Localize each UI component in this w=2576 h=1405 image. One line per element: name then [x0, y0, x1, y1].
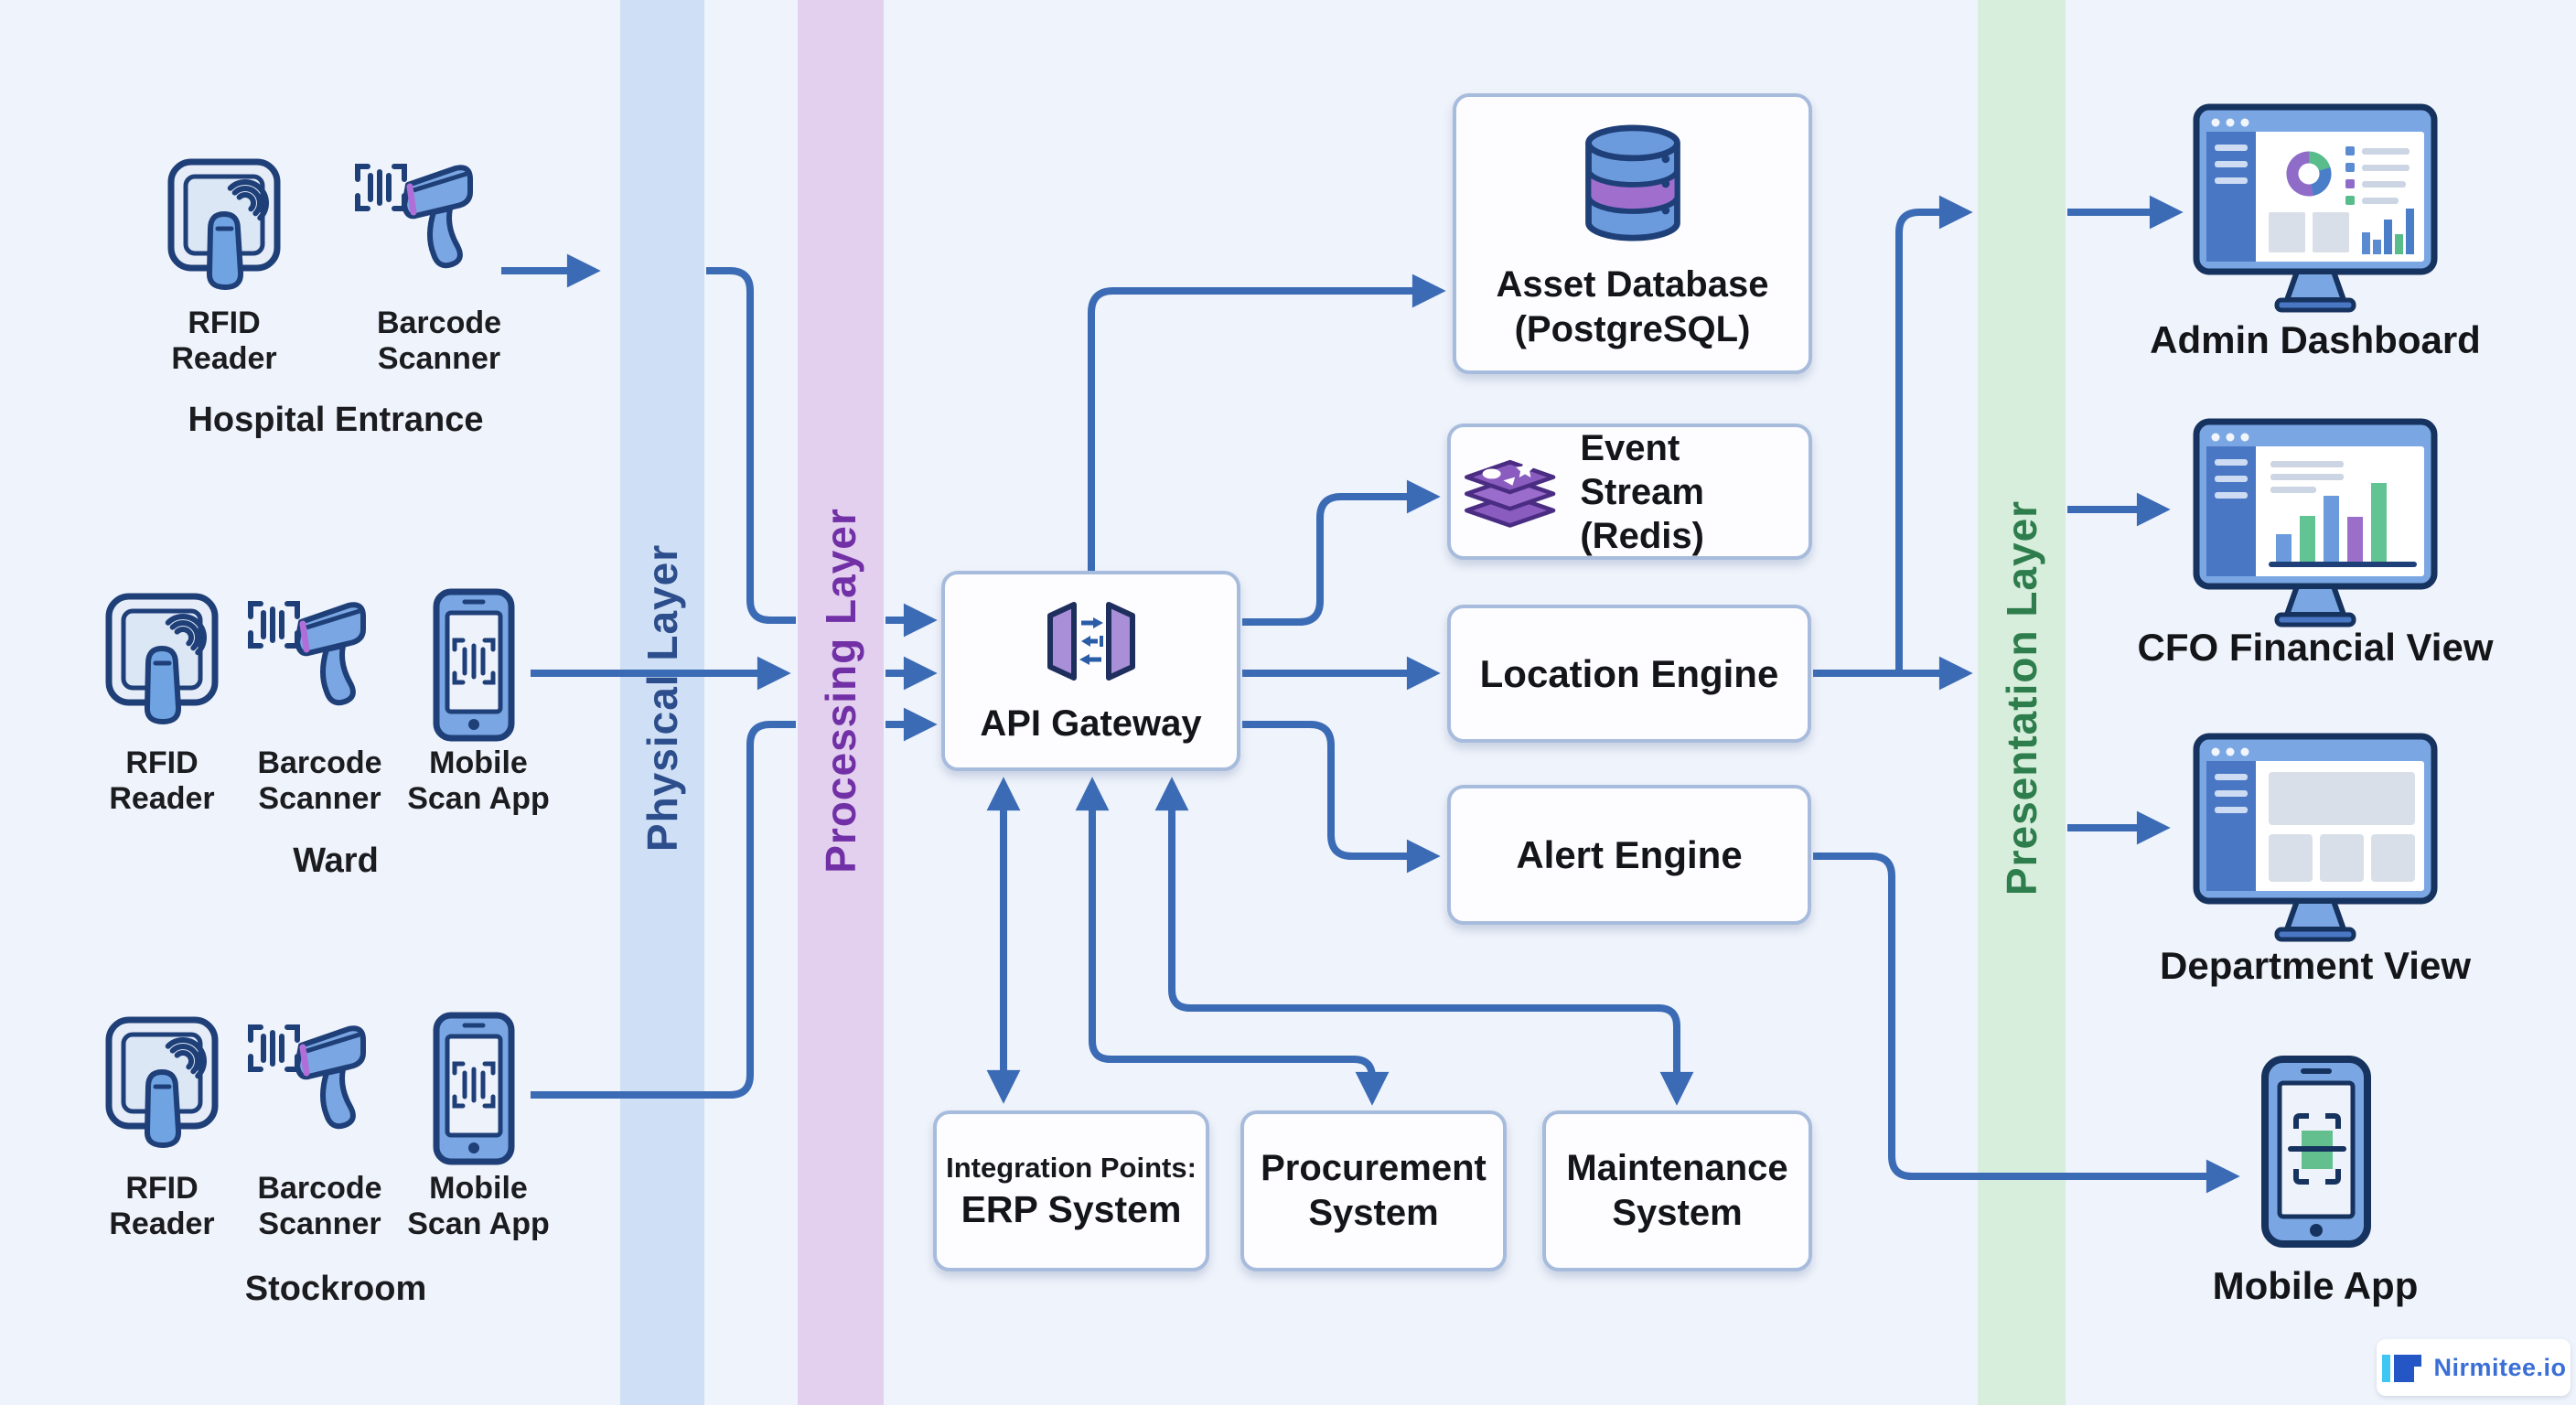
integration-points-label: Integration Points:	[946, 1151, 1197, 1184]
event-stream-box: Event Stream (Redis)	[1447, 424, 1812, 560]
location-engine-label: Location Engine	[1479, 651, 1779, 695]
device-label-mobile-scan: Mobile Scan App	[407, 745, 550, 817]
erp-system-box: Integration Points: ERP System	[933, 1110, 1209, 1271]
api-gateway-icon	[1046, 602, 1135, 681]
department-view-label: Department View	[2160, 944, 2471, 987]
cfo-financial-view-label: CFO Financial View	[2137, 626, 2494, 669]
erp-system-label: ERP System	[961, 1187, 1182, 1230]
redis-stack-icon	[1465, 459, 1556, 528]
location-label-ward: Ward	[293, 842, 379, 880]
device-label-rfid: RFID Reader	[171, 306, 277, 377]
asset-database-box: Asset Database (PostgreSQL)	[1453, 93, 1812, 374]
rfid-reader-icon	[105, 593, 219, 725]
device-label-barcode: Barcode Scanner	[376, 306, 502, 377]
rfid-reader-icon	[105, 1016, 219, 1149]
nirmitee-logo: Nirmitee.io	[2377, 1339, 2571, 1396]
barcode-scanner-icon	[248, 601, 366, 706]
physical-layer-band	[620, 0, 704, 1405]
department-view-monitor-icon	[2193, 733, 2438, 942]
processing-layer-band	[798, 0, 884, 1405]
maintenance-system-box: Maintenance System	[1542, 1110, 1812, 1271]
location-label-stockroom: Stockroom	[244, 1270, 427, 1308]
location-engine-box: Location Engine	[1447, 605, 1811, 743]
mobile-scan-phone-icon	[433, 1012, 515, 1165]
device-label-rfid: RFID Reader	[109, 745, 215, 817]
alert-engine-box: Alert Engine	[1447, 785, 1811, 925]
event-stream-label: Event Stream (Redis)	[1580, 427, 1704, 556]
api-gateway-box: API Gateway	[941, 571, 1240, 771]
rfid-reader-icon	[167, 158, 281, 291]
nirmitee-logo-mark	[2382, 1355, 2422, 1382]
api-gateway-label: API Gateway	[980, 703, 1202, 745]
device-label-barcode: Barcode Scanner	[257, 1171, 382, 1242]
admin-dashboard-label: Admin Dashboard	[2150, 318, 2481, 361]
alert-engine-label: Alert Engine	[1516, 832, 1743, 876]
device-label-rfid: RFID Reader	[109, 1171, 215, 1242]
asset-database-label: Asset Database (PostgreSQL)	[1496, 263, 1769, 349]
database-cylinder-icon	[1584, 124, 1680, 241]
procurement-system-label: Procurement System	[1261, 1148, 1487, 1233]
device-label-mobile-scan: Mobile Scan App	[407, 1171, 550, 1242]
mobile-app-label: Mobile App	[2212, 1264, 2419, 1307]
location-label-hospital-entrance: Hospital Entrance	[188, 401, 484, 439]
presentation-layer-band	[1978, 0, 2066, 1405]
cfo-financial-monitor-icon	[2193, 418, 2438, 627]
maintenance-system-label: Maintenance System	[1566, 1148, 1788, 1233]
procurement-system-box: Procurement System	[1240, 1110, 1507, 1271]
barcode-scanner-icon	[355, 164, 473, 269]
admin-dashboard-monitor-icon	[2193, 103, 2438, 313]
mobile-app-phone-icon	[2261, 1056, 2371, 1248]
mobile-scan-phone-icon	[433, 588, 515, 742]
device-label-barcode: Barcode Scanner	[257, 745, 382, 817]
barcode-scanner-icon	[248, 1024, 366, 1130]
nirmitee-logo-text: Nirmitee.io	[2433, 1353, 2567, 1381]
